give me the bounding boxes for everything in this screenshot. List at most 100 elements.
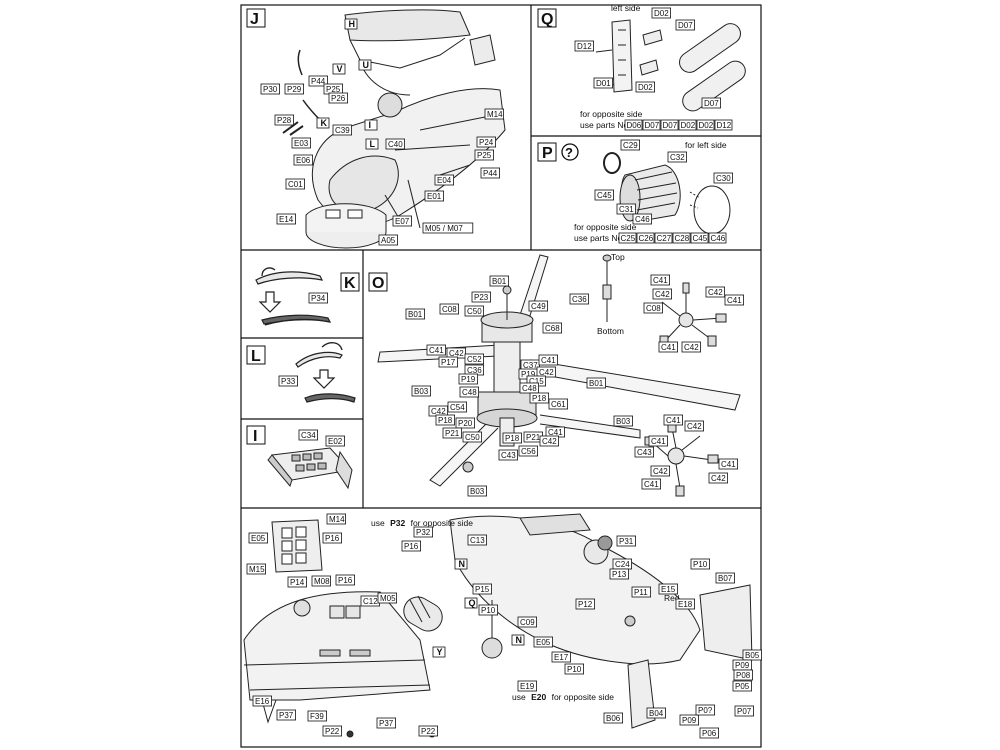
part-label-text: C41 <box>661 343 676 352</box>
part-label-text: D07 <box>678 21 693 30</box>
part-label-text: M05 <box>380 594 396 603</box>
part-label-text: P09 <box>682 716 697 725</box>
part-label-text: E06 <box>296 156 311 165</box>
part-label-box <box>658 583 679 595</box>
part-label: C41 <box>426 344 447 356</box>
part-label-text: C49 <box>531 302 546 311</box>
part-label-text: B01 <box>492 277 507 286</box>
part-label-box <box>291 137 312 149</box>
part-label: H <box>344 18 358 30</box>
part-label-box <box>276 213 297 225</box>
part-label-box <box>474 149 495 161</box>
part-number-text: D02 <box>699 121 714 130</box>
part-label: C41 <box>663 414 684 426</box>
part-label-text: Y <box>437 647 443 657</box>
p-opposite-note-line2: use parts No <box>574 233 622 243</box>
part-label-text: P19 <box>461 375 476 384</box>
part-label: P0? <box>695 704 716 716</box>
part-label-text: P25 <box>477 151 492 160</box>
part-label-box <box>472 583 493 595</box>
part-number-text: C45 <box>693 234 708 243</box>
part-label-box <box>284 83 305 95</box>
part-label-box <box>635 81 656 93</box>
part-label-text: P10 <box>693 560 708 569</box>
part-label-text: C50 <box>467 307 482 316</box>
part-label-text: I <box>369 120 372 130</box>
part-label-text: N <box>516 635 523 645</box>
part-label-text: B07 <box>718 574 733 583</box>
part-label: C42 <box>539 435 560 447</box>
part-number-box <box>660 119 679 131</box>
part-label: M14 <box>484 108 505 120</box>
part-number-text: C46 <box>711 234 726 243</box>
part-label: P16 <box>335 574 356 586</box>
part-label: C48 <box>459 386 480 398</box>
part-label-text: B01 <box>589 379 604 388</box>
part-label-text: E05 <box>536 638 551 647</box>
part-label-text: C68 <box>545 324 560 333</box>
part-label-box <box>620 139 641 151</box>
part-label: C40 <box>385 138 406 150</box>
part-label: C54 <box>447 401 468 413</box>
part-label-text: P08 <box>736 671 751 680</box>
part-label: Y <box>432 646 446 658</box>
part-label: C41 <box>650 274 671 286</box>
part-label-text: C41 <box>653 276 668 285</box>
part-label-box <box>307 710 328 722</box>
part-number-text: D12 <box>717 121 732 130</box>
part-label-box <box>462 431 483 443</box>
part-label: B03 <box>411 385 432 397</box>
q-left-side-note: left side <box>611 3 641 13</box>
part-label: E06 <box>293 154 314 166</box>
part-label-box <box>455 417 476 429</box>
part-number-box <box>654 232 673 244</box>
part-label-box <box>517 680 538 692</box>
part-label-text: B04 <box>649 709 664 718</box>
part-label: C01 <box>285 178 306 190</box>
part-label: C08 <box>439 303 460 315</box>
part-label-text: P32 <box>416 528 431 537</box>
part-label-text: C01 <box>288 180 303 189</box>
section-p-header: P ? <box>537 142 579 162</box>
part-label-box <box>631 586 652 598</box>
part-label-box <box>426 344 447 356</box>
part-label: P15 <box>472 583 493 595</box>
part-label-box <box>650 274 671 286</box>
part-label-text: C41 <box>721 460 736 469</box>
part-label-box <box>458 373 479 385</box>
part-label-box <box>511 634 525 646</box>
part-label-text: C08 <box>646 304 661 313</box>
part-label: C42 <box>650 465 671 477</box>
part-label-box <box>274 114 295 126</box>
part-label-box <box>418 725 439 737</box>
part-label-text: C15 <box>529 377 544 386</box>
part-label-text: P16 <box>338 576 353 585</box>
section-p-letter: P <box>542 145 553 162</box>
part-label: C08 <box>643 302 664 314</box>
part-label: C41 <box>545 426 566 438</box>
part-label-text: P09 <box>735 661 750 670</box>
part-label-text: C52 <box>467 355 482 364</box>
part-label-box <box>646 707 667 719</box>
part-label-text: C29 <box>623 141 638 150</box>
part-number-box <box>678 119 697 131</box>
part-label: P24 <box>476 136 497 148</box>
use-e20-suffix: for opposite side <box>552 692 615 702</box>
part-label-text: C42 <box>539 368 554 377</box>
part-label-text: U <box>363 60 370 70</box>
part-label-text: C32 <box>670 153 685 162</box>
part-label: E17 <box>551 651 572 663</box>
p-for-left-side-note: for left side <box>685 140 727 150</box>
part-label-box <box>432 646 446 658</box>
part-label: M15 <box>246 563 267 575</box>
part-label: B03 <box>613 415 634 427</box>
part-label-text: C41 <box>644 480 659 489</box>
part-label-box <box>715 572 736 584</box>
part-label: C42 <box>428 405 449 417</box>
section-headers: J Q P ? K O L I <box>246 8 579 445</box>
part-label-text: C46 <box>635 215 650 224</box>
part-label: M08 <box>311 575 332 587</box>
part-label-box <box>528 300 549 312</box>
